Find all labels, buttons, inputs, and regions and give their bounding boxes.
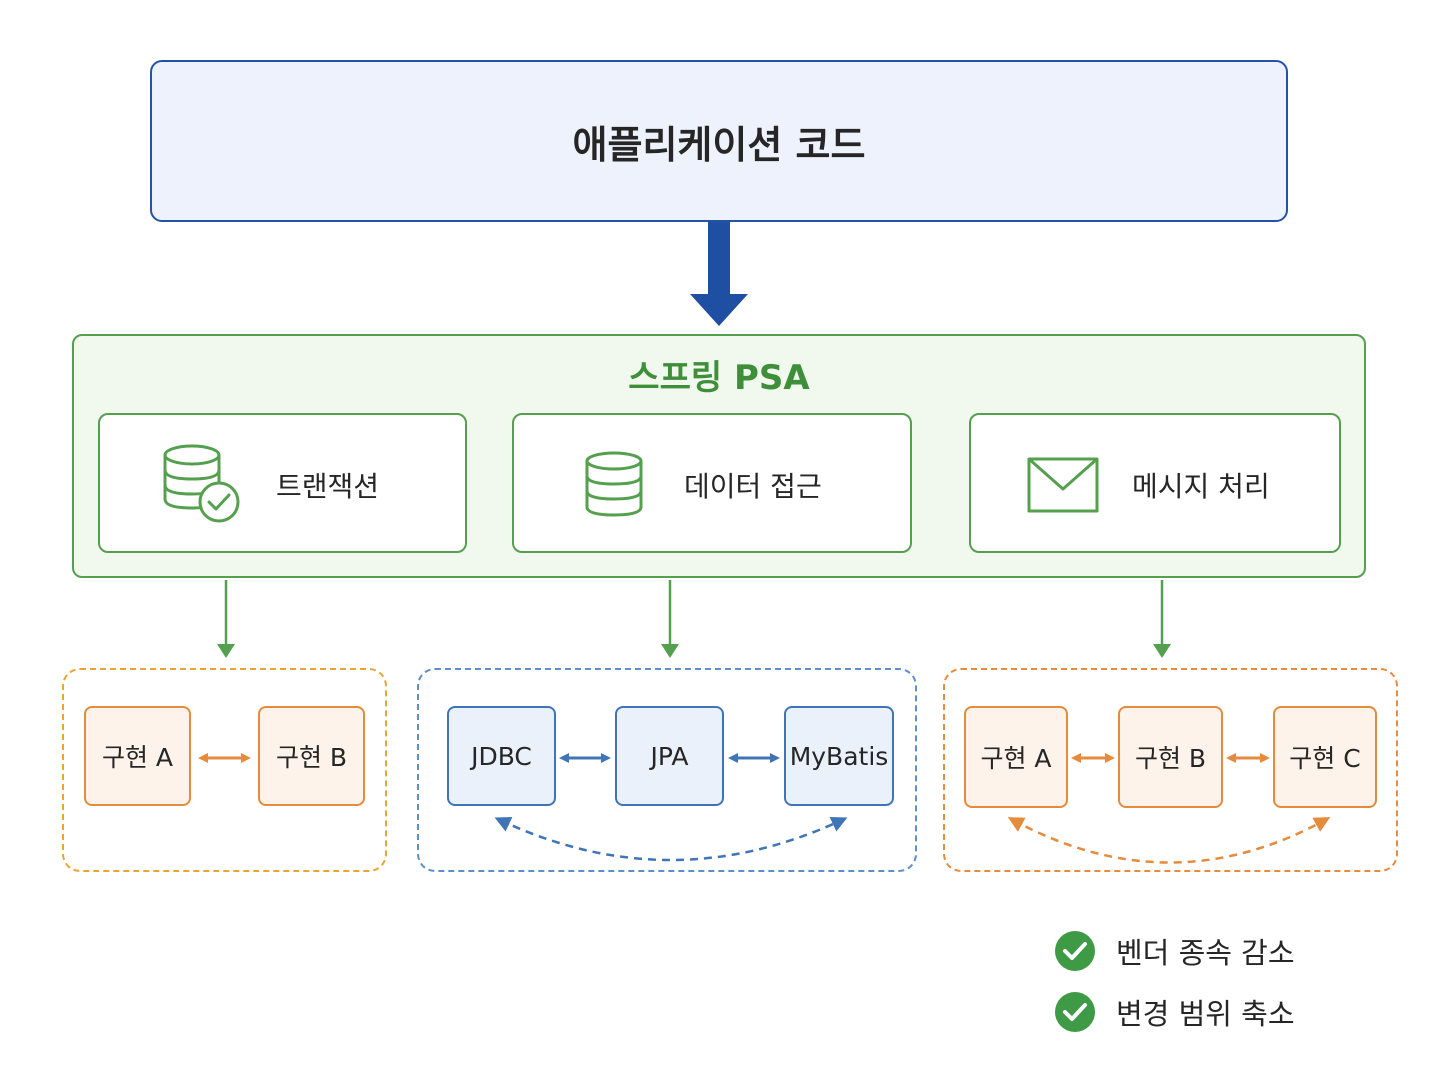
impl-label: JPA	[650, 741, 689, 771]
impl-label: 구현 A	[101, 743, 174, 772]
blue-curve-arrow	[494, 816, 848, 862]
impl-label: 구현 B	[275, 743, 348, 772]
impl-box: 구현 A	[84, 706, 191, 806]
application-code-label: 애플리케이션 코드	[572, 122, 866, 167]
module-messaging: 메시지 처리	[969, 413, 1341, 553]
impl-box-jpa: JPA	[615, 706, 724, 806]
application-code-box: 애플리케이션 코드	[150, 60, 1288, 222]
impl-label: MyBatis	[789, 741, 889, 771]
impl-box: 구현 B	[258, 706, 365, 806]
orange-curve-arrow	[1007, 817, 1331, 864]
transaction-impl-group	[62, 668, 387, 872]
impl-box-jdbc: JDBC	[447, 706, 556, 806]
module-transaction-label: 트랜잭션	[276, 470, 380, 503]
psa-to-groups-arrows	[217, 580, 1171, 658]
check-circle-icon	[1055, 992, 1095, 1032]
impl-box: 구현 B	[1118, 706, 1223, 808]
envelope-icon	[1027, 457, 1099, 513]
impl-label: 구현 B	[1134, 744, 1207, 773]
database-icon	[585, 451, 643, 517]
impl-box: 구현 A	[964, 706, 1068, 808]
benefit-label: 벤더 종속 감소	[1116, 936, 1295, 970]
module-data-access: 데이터 접근	[512, 413, 912, 553]
check-circle-icon	[1055, 931, 1095, 971]
benefit-item: 벤더 종속 감소	[1054, 930, 1295, 972]
impl-label: 구현 A	[980, 744, 1052, 773]
messaging-impl-group	[943, 668, 1398, 872]
module-data-access-label: 데이터 접근	[684, 470, 822, 503]
impl-box: 구현 C	[1273, 706, 1377, 808]
module-messaging-label: 메시지 처리	[1132, 470, 1270, 503]
app-to-psa-arrow	[690, 222, 748, 326]
spring-psa-title: 스프링 PSA	[628, 358, 810, 398]
benefit-item: 변경 범위 축소	[1054, 991, 1295, 1033]
impl-box-mybatis: MyBatis	[784, 706, 894, 806]
database-check-icon	[163, 444, 240, 523]
impl-label: JDBC	[471, 741, 532, 771]
data-access-impl-group	[417, 668, 917, 872]
impl-label: 구현 C	[1289, 744, 1361, 773]
module-transaction: 트랜잭션	[98, 413, 467, 553]
benefit-label: 변경 범위 축소	[1116, 997, 1295, 1031]
